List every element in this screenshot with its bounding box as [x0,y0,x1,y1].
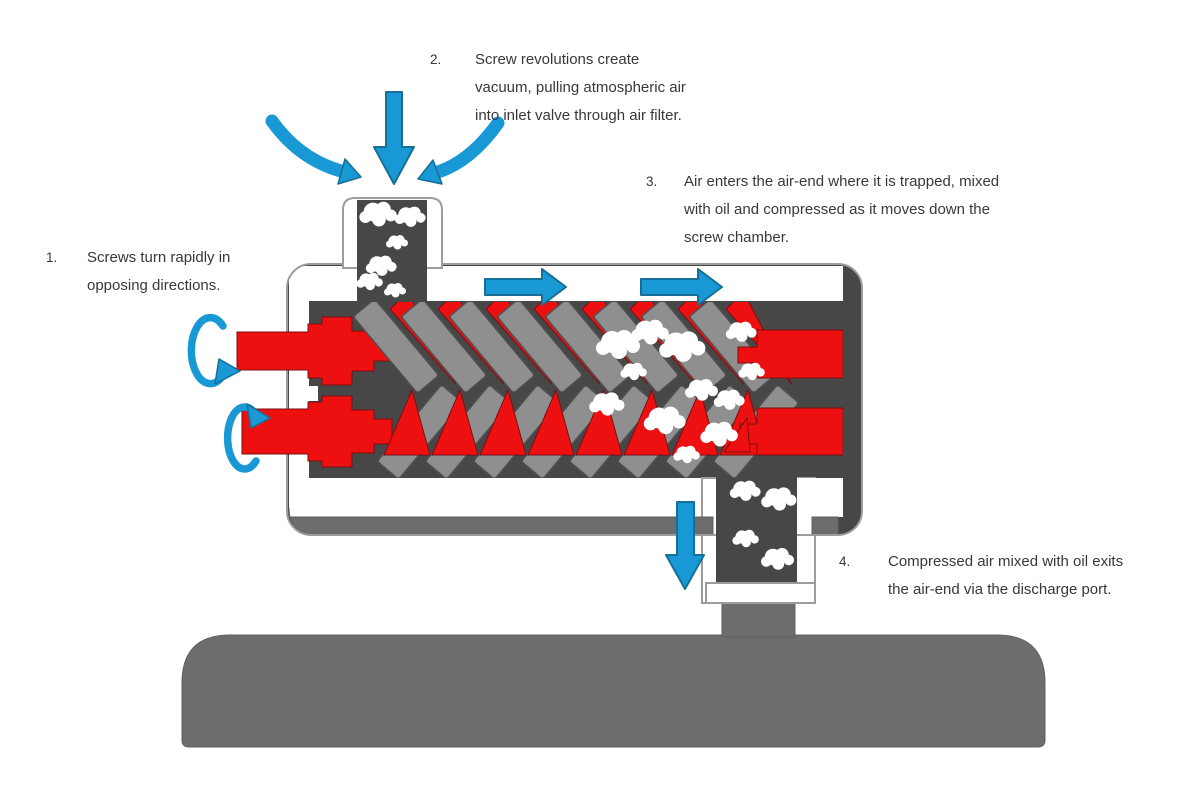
annotation-3: 3. Air enters the air-end where it is tr… [646,168,1084,252]
annotation-number: 3. [646,174,658,189]
rotation-arrow-icon [223,403,271,473]
discharge-down-arrow-icon [665,501,705,590]
rotation-arrow-icon [187,313,241,388]
flow-right-arrow-icon [484,268,567,306]
annotation-4: 4. Compressed air mixed with oil exits t… [839,548,1198,604]
discharge-pipe [721,600,796,638]
annotation-2: 2. Screw revolutions create vacuum, pull… [430,46,760,130]
annotation-number: 2. [430,52,442,67]
male-rotor-bearing [737,329,843,379]
discharge-flange [705,582,816,604]
screw-chamber [353,302,843,478]
annotation-text: Screws turn rapidly in opposing directio… [87,249,231,294]
annotation-text: Air enters the air-end where it is trapp… [684,173,1000,246]
annotation-text: Compressed air mixed with oil exits the … [888,553,1124,598]
annotation-1: 1. Screws turn rapidly in opposing direc… [46,244,297,300]
annotation-number: 1. [46,250,58,265]
flow-right-arrow-icon [640,268,723,306]
receiver-tank [181,634,1046,748]
inlet-down-arrow-icon [373,91,415,185]
female-rotor-bearing [739,407,843,456]
annotation-number: 4. [839,554,851,569]
inlet-curved-arrow-icon [417,116,505,185]
inlet-curved-arrow-icon [265,114,362,185]
annotation-text: Screw revolutions create vacuum, pulling… [475,51,686,124]
